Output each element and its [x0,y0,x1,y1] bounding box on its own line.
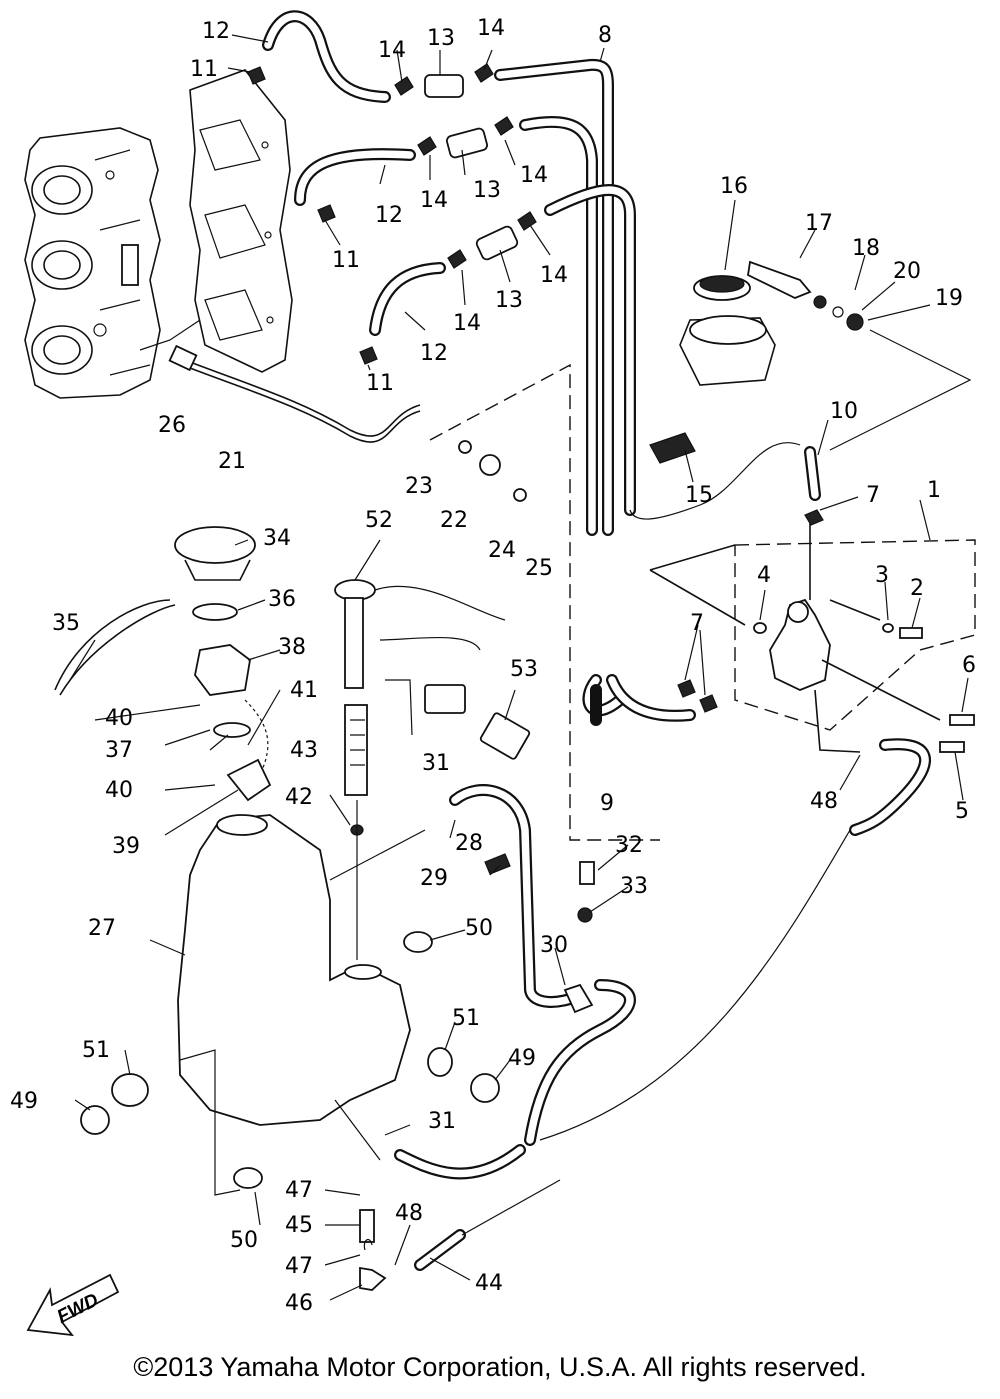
part-label: 14 [420,188,448,213]
part-label: 7 [866,483,880,508]
part-label: 4 [757,563,771,588]
cap-and-strainer [54,526,531,960]
part-labels: 1 2 3 4 5 6 7 7 8 9 10 11 11 11 12 12 12… [10,16,976,1316]
part-label: 16 [720,174,748,199]
part-label: 14 [378,38,406,63]
part-label: 24 [488,538,516,563]
part-label: 17 [805,211,833,236]
part-label: 2 [910,576,924,601]
oil-tank [177,814,411,1196]
part-label: 22 [440,508,468,533]
intake-manifold [139,69,293,373]
part-label: 49 [10,1089,38,1114]
part-label: 34 [263,526,291,551]
part-label: 37 [105,738,133,763]
part-label: 19 [935,286,963,311]
part-label: 47 [285,1178,313,1203]
part-label: 14 [453,311,481,336]
part-label: 40 [105,778,133,803]
part-label: 50 [230,1228,258,1253]
part-label: 18 [852,236,880,261]
part-label: 3 [875,563,889,588]
part-label: 29 [420,866,448,891]
part-label: 28 [455,831,483,856]
lower-parts [80,738,931,1291]
feed-pipe [168,344,660,841]
part-label: 14 [520,163,548,188]
part-label: 53 [510,657,538,682]
oil-pump-assembly [649,509,976,753]
part-label: 12 [420,341,448,366]
part-label: 12 [375,203,403,228]
part-label: 31 [428,1109,456,1134]
part-label: 43 [290,738,318,763]
part-label: 26 [158,413,186,438]
part-label: 5 [955,799,969,824]
part-label: 48 [810,789,838,814]
part-label: 50 [465,916,493,941]
part-label: 52 [365,508,393,533]
oil-pump-drive [679,260,972,451]
part-label: 9 [600,791,614,816]
part-label: 51 [452,1006,480,1031]
part-label: 25 [525,556,553,581]
part-label: 11 [332,248,360,273]
part-label: 13 [473,178,501,203]
part-label: 38 [278,635,306,660]
part-label: 30 [540,933,568,958]
part-label: 41 [290,678,318,703]
fittings [247,63,696,464]
part-label: 48 [395,1201,423,1226]
part-label: 14 [540,263,568,288]
part-label: 6 [962,653,976,678]
part-label: 45 [285,1213,313,1238]
part-label: 7 [690,611,704,636]
part-label: 42 [285,785,313,810]
part-label: 35 [52,611,80,636]
part-label: 47 [285,1254,313,1279]
part-label: 11 [190,57,218,82]
part-label: 21 [218,449,246,474]
part-label: 13 [427,26,455,51]
part-label: 12 [202,19,230,44]
part-label: 39 [112,834,140,859]
part-label: 40 [105,706,133,731]
part-label: 46 [285,1291,313,1316]
leader-lines [69,34,969,1301]
part-label: 36 [268,587,296,612]
part-label: 8 [598,23,612,48]
fwd-arrow: FWD [26,1273,120,1337]
part-label: 51 [82,1038,110,1063]
part-label: 23 [405,474,433,499]
part-label: 20 [893,259,921,284]
part-label: 11 [366,371,394,396]
part-label: 44 [475,1271,503,1296]
part-label: 49 [508,1046,536,1071]
part-label: 14 [477,16,505,41]
part-label: 1 [927,478,941,503]
part-label: 15 [685,483,713,508]
upper-hoses [262,10,821,726]
part-label: 27 [88,916,116,941]
copyright-notice: ©2013 Yamaha Motor Corporation, U.S.A. A… [133,1352,867,1382]
part-label: 32 [615,833,643,858]
part-label: 10 [830,399,858,424]
part-label: 33 [620,874,648,899]
part-label: 31 [422,751,450,776]
engine-block [24,127,161,399]
part-label: 13 [495,288,523,313]
